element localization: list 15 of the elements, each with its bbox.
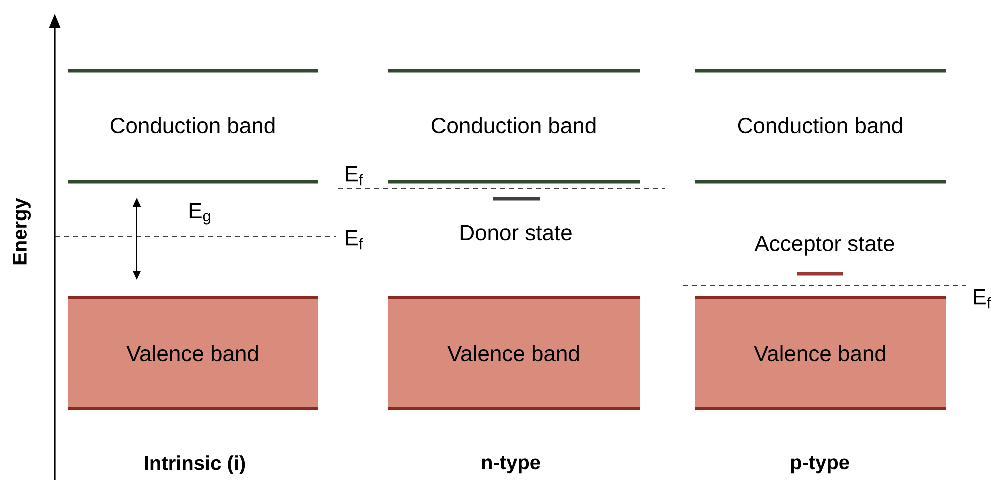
axis-label: Energy [13,198,31,265]
column-caption: p-type [791,456,850,474]
valence-band: Valence band [388,296,640,410]
state-label: Acceptor state [754,236,894,256]
fermi-level-label: E$_{f}$ [346,230,364,250]
conduction-band: Conduction band [695,69,946,184]
fermi-level-label: E$_{f}$ [346,166,364,186]
valence-band: Valence band [695,296,946,410]
valence-band: Valence band [68,296,318,410]
conduction-band: Conduction band [68,69,318,184]
conduction-band: Conduction band [388,69,640,184]
column-caption: n-type [482,456,540,474]
state-label: Donor state [460,225,572,241]
fermi-level-label: E$_{f}$ [974,289,992,309]
column-caption: Intrinsic (i) [145,456,246,474]
